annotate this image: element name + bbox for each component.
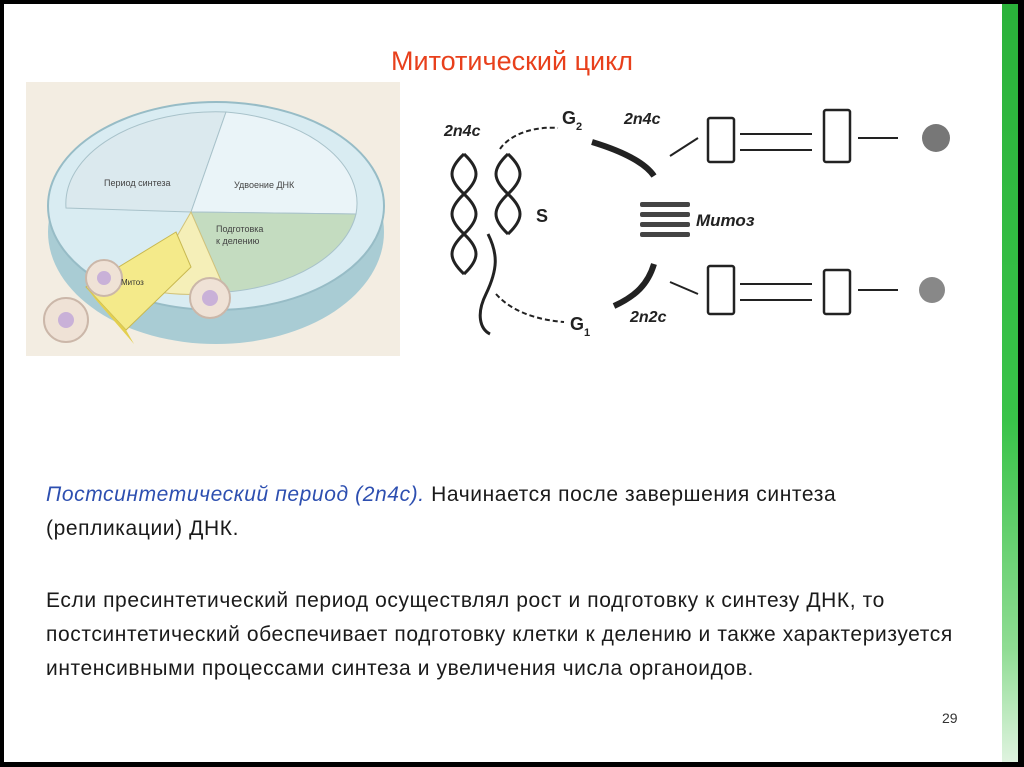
dna-helix-merge [480,234,495,334]
arc-g1-to-s [496,294,564,322]
pie-label-preparation-1: Подготовка [216,224,263,234]
stage-box-bottom-2 [824,270,850,314]
arrow-bottom-in [670,282,698,294]
paragraph-postsynthetic: Постсинтетический период (2n4c). Начинае… [46,478,946,546]
label-g2: G [562,108,576,128]
label-s-phase: S [536,206,548,226]
cell-cycle-pie-figure: Период синтеза Удвоение ДНК Подготовка к… [26,82,400,356]
arrow-mitosis-to-g1 [614,264,654,306]
label-top-ploidy: 2n4c [623,111,661,128]
cell-middle-nucleus [97,271,111,285]
pie-label-preparation-2: к делению [216,236,260,246]
slide: Митотический цикл Период синтеза Удвоени… [4,4,1018,762]
stage-box-top-2 [824,110,850,162]
pie-label-mitosis: Митоз [121,278,144,287]
label-g1-sub: 1 [584,327,590,339]
cell-right-nucleus [202,290,218,306]
pie-label-doubling: Удвоение ДНК [234,180,295,190]
label-bottom-ploidy: 2n2c [629,309,667,326]
stage-box-top-1 [708,118,734,162]
arrow-top-in [670,138,698,156]
arrow-g2-to-mitosis [592,142,654,176]
page-number: 29 [942,710,958,726]
paragraph-highlight: Постсинтетический период (2n4c). [46,483,425,506]
mitosis-chromosomes [640,202,690,237]
stage-box-bottom-1 [708,266,734,314]
label-mitosis: Митоз [696,211,755,230]
label-left-ploidy: 2n4c [443,123,481,140]
cycle-schematic: 2n4c G 2 2n4c S Митоз G 1 2n2c [440,94,980,354]
chromatin-top [922,124,950,152]
arrows-top-between [740,134,812,150]
paragraph-explanation: Если пресинтетический период осуществлял… [46,584,976,686]
label-g2-sub: 2 [576,121,582,133]
cell-left-nucleus [58,312,74,328]
accent-bar [1002,4,1018,762]
dna-helix-left-b [452,154,476,274]
pie-label-synthesis: Период синтеза [104,178,171,188]
chromatin-bottom [919,277,945,303]
arrows-bottom-between [740,284,812,300]
label-g1: G [570,314,584,334]
mitotic-cycle-diagram: 2n4c G 2 2n4c S Митоз G 1 2n2c [440,94,980,354]
pie-illustration: Период синтеза Удвоение ДНК Подготовка к… [26,82,400,356]
dna-helix-left-a [452,154,476,274]
slide-title: Митотический цикл [4,46,1018,77]
arc-s-to-g2 [500,128,558,149]
